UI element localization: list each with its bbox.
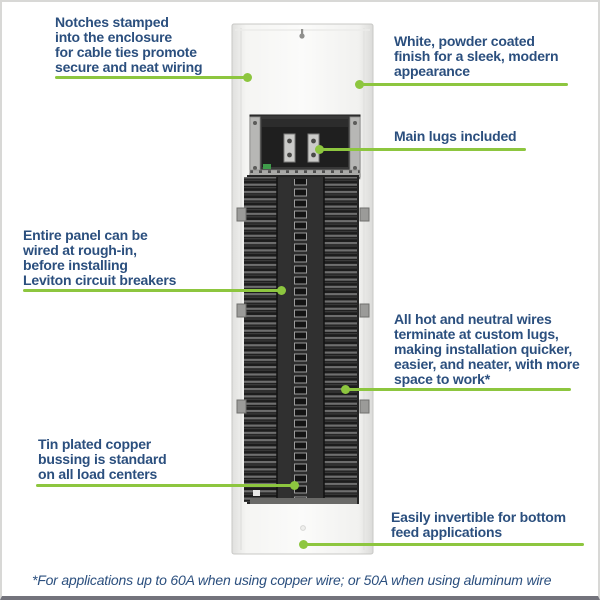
callout-text-line: All hot and neutral wires	[394, 311, 552, 327]
callout-text-line: feed applications	[391, 524, 502, 540]
leader-line-bussing	[36, 484, 295, 487]
callout-text-line: for cable ties promote	[55, 44, 197, 60]
leader-dot-rough-in	[277, 286, 286, 295]
callout-main-lugs: Main lugs included	[394, 128, 517, 144]
callout-text-line: finish for a sleek, modern	[394, 48, 559, 64]
callout-finish: White, powder coated finish for a sleek,…	[394, 33, 559, 79]
bottom-dimple	[300, 525, 306, 531]
leader-dot-finish	[355, 80, 364, 89]
leader-line-rough-in	[23, 289, 282, 292]
callout-text-line: into the enclosure	[55, 29, 172, 45]
footnote: *For applications up to 60A when using c…	[32, 572, 552, 588]
bus-stab-column	[291, 179, 307, 500]
callout-text-line: making installation quicker,	[394, 341, 573, 357]
callout-text-line: bussing is standard	[38, 451, 167, 467]
callout-notches: Notches stamped into the enclosure for c…	[55, 14, 203, 75]
keyhole-icon	[299, 33, 305, 39]
mounting-tab	[236, 207, 247, 222]
mounting-tab	[236, 399, 247, 414]
leader-line-finish	[359, 83, 568, 86]
callout-text-line: Leviton circuit breakers	[23, 272, 177, 288]
callout-text-line: Entire panel can be	[23, 227, 148, 243]
callout-text-line: Easily invertible for bottom	[391, 509, 566, 525]
leader-line-invertible	[303, 543, 584, 546]
callout-custom-lugs: All hot and neutral wires terminate at c…	[394, 312, 580, 387]
mounting-tab	[359, 303, 370, 318]
keyhole-icon	[301, 29, 304, 35]
main-lugs-assembly	[249, 114, 361, 180]
callout-text-line: Notches stamped	[55, 14, 169, 30]
leader-line-notches	[55, 76, 247, 79]
leader-dot-main-lugs	[315, 145, 324, 154]
callout-text-line: secure and neat wiring	[55, 59, 203, 75]
load-center-illustration	[231, 23, 374, 555]
main-lug-left	[283, 133, 296, 163]
callout-text-line: appearance	[394, 63, 470, 79]
callout-rough-in: Entire panel can be wired at rough-in, b…	[23, 228, 176, 288]
leader-dot-bussing	[290, 481, 299, 490]
callout-text-line: wired at rough-in,	[23, 242, 137, 258]
ground-screw	[263, 164, 271, 169]
leader-dot-custom-lugs	[341, 385, 350, 394]
callout-text-line: White, powder coated	[394, 33, 535, 49]
mounting-tab	[359, 207, 370, 222]
callout-invertible: Easily invertible for bottom feed applic…	[391, 510, 566, 540]
mounting-tab	[359, 399, 370, 414]
leader-line-main-lugs	[319, 148, 526, 151]
callout-text-line: on all load centers	[38, 466, 158, 482]
mounting-tab	[236, 303, 247, 318]
leader-line-custom-lugs	[345, 388, 571, 391]
label-chip	[253, 490, 260, 496]
callout-bussing: Tin plated copper bussing is standard on…	[38, 436, 167, 482]
leader-dot-notches	[243, 73, 252, 82]
leader-dot-invertible	[299, 540, 308, 549]
callout-text-line: easier, and neater, with more	[394, 356, 580, 372]
bus-teeth-right	[324, 177, 357, 502]
callout-text-line: terminate at custom lugs,	[394, 326, 559, 342]
callout-text-line: space to work*	[394, 371, 491, 387]
breaker-bus	[236, 175, 370, 504]
callout-text-line: before installing	[23, 257, 128, 273]
bus-teeth-left	[244, 177, 277, 502]
callout-text-line: Main lugs included	[394, 128, 517, 144]
callout-text-line: Tin plated copper	[38, 436, 152, 452]
